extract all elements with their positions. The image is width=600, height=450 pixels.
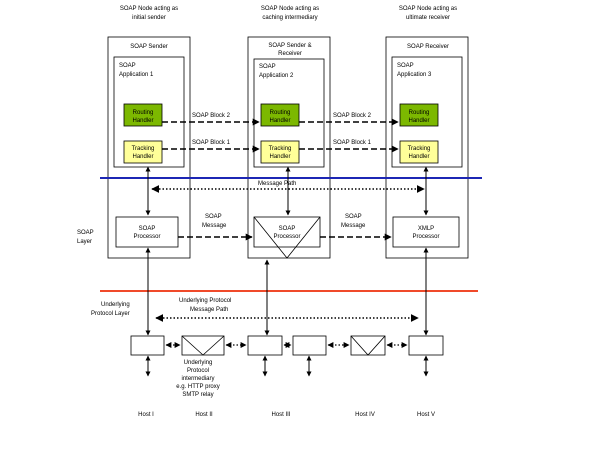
svg-text:Handler: Handler <box>269 118 290 124</box>
host-labels: Host I Host II Host III Host IV Host V <box>138 412 435 418</box>
soap-block-1-right: SOAP Block 1 <box>333 140 372 146</box>
host-box-4a <box>292 335 327 356</box>
underlying-path-line2: Message Path <box>190 307 228 313</box>
svg-text:Routing: Routing <box>270 110 291 116</box>
soap-message-left-line2: Message <box>202 223 227 229</box>
svg-text:Protocol: Protocol <box>187 368 209 374</box>
message-path-label: Message Path <box>258 181 296 187</box>
host-label-2: Host II <box>195 412 213 418</box>
node-box-intermediary <box>247 36 331 259</box>
svg-text:Tracking: Tracking <box>408 146 431 152</box>
svg-text:Handler: Handler <box>408 118 429 124</box>
svg-text:SMTP relay: SMTP relay <box>182 392 213 398</box>
processor-3: XMLP Processor <box>392 216 460 248</box>
role-3-line1: SOAP Node acting as <box>399 6 457 12</box>
soap-block-2-left: SOAP Block 2 <box>192 113 231 119</box>
svg-text:intermediary: intermediary <box>181 376 214 382</box>
processor-2: SOAP Processor <box>253 216 321 259</box>
app-2-line2: Application 2 <box>259 73 294 79</box>
soap-message-right-line2: Message <box>341 223 366 229</box>
soap-block-2-right: SOAP Block 2 <box>333 113 372 119</box>
svg-text:Processor: Processor <box>133 234 160 240</box>
processor-1: SOAP Processor <box>115 216 179 248</box>
tracking-handler-3: Tracking Handler <box>399 140 439 164</box>
tracking-handler-1: Tracking Handler <box>123 140 163 164</box>
host-box-4b <box>350 335 386 356</box>
node-3-title: SOAP Receiver <box>407 44 449 50</box>
tracking-handler-2: Tracking Handler <box>260 140 300 164</box>
role-1-line2: initial sender <box>132 15 166 21</box>
role-3-line2: ultimate receiver <box>406 15 450 21</box>
svg-text:Tracking: Tracking <box>269 146 292 152</box>
svg-text:SOAP: SOAP <box>139 226 156 232</box>
vertical-app-processor-arrows <box>145 166 429 216</box>
role-2-line2: caching intermediary <box>262 15 317 21</box>
vertical-processor-host-arrows <box>145 247 429 336</box>
host-label-1: Host I <box>138 412 154 418</box>
app-1-line2: Application 1 <box>119 72 154 78</box>
svg-text:Processor: Processor <box>412 234 439 240</box>
svg-text:Routing: Routing <box>409 110 430 116</box>
app-3-line2: Application 3 <box>397 72 432 78</box>
routing-handler-2: Routing Handler <box>260 103 300 127</box>
svg-text:XMLP: XMLP <box>418 226 434 232</box>
underlying-layer-line2: Protocol Layer <box>91 311 130 317</box>
svg-text:Handler: Handler <box>269 154 290 160</box>
host-label-3: Host III <box>271 412 290 418</box>
role-captions: SOAP Node acting as initial sender SOAP … <box>120 6 457 21</box>
routing-handler-1: Routing Handler <box>123 103 163 127</box>
svg-text:e.g. HTTP proxy: e.g. HTTP proxy <box>176 384 220 390</box>
underlying-layer-line1: Underlying <box>101 302 130 308</box>
routing-handler-3: Routing Handler <box>399 103 439 127</box>
svg-text:Handler: Handler <box>408 154 429 160</box>
soap-layer-label-line1: SOAP <box>77 230 94 236</box>
intermediary-note: Underlying Protocol intermediary e.g. HT… <box>176 360 220 398</box>
role-2-line1: SOAP Node acting as <box>261 6 319 12</box>
soap-message-right-line1: SOAP <box>345 214 362 220</box>
svg-text:Processor: Processor <box>273 234 300 240</box>
soap-block-1-left: SOAP Block 1 <box>192 140 231 146</box>
host-label-4: Host IV <box>355 412 375 418</box>
soap-layer-label-line2: Layer <box>77 239 92 245</box>
node-1-title: SOAP Sender <box>130 44 168 50</box>
soap-block-arrows <box>162 118 399 153</box>
node-2-title-line1: SOAP Sender & <box>268 43 311 49</box>
app-1-line1: SOAP <box>119 63 136 69</box>
host-box-1 <box>130 335 165 356</box>
app-2-line1: SOAP <box>259 64 276 70</box>
role-1-line1: SOAP Node acting as <box>120 6 178 12</box>
host-label-5: Host V <box>417 412 435 418</box>
svg-text:Routing: Routing <box>133 110 154 116</box>
svg-text:Underlying: Underlying <box>184 360 213 366</box>
svg-text:SOAP: SOAP <box>279 226 296 232</box>
host-down-arrows <box>145 355 429 377</box>
soap-message-left-line1: SOAP <box>205 214 222 220</box>
host-box-2 <box>181 335 225 356</box>
svg-text:Handler: Handler <box>132 118 153 124</box>
svg-text:Handler: Handler <box>132 154 153 160</box>
host-box-5 <box>408 335 444 356</box>
node-2-title-line2: Receiver <box>278 51 302 57</box>
host-box-3 <box>247 335 283 356</box>
underlying-path-line1: Underlying Protocol <box>179 298 231 304</box>
app-3-line1: SOAP <box>397 63 414 69</box>
svg-text:Tracking: Tracking <box>132 146 155 152</box>
